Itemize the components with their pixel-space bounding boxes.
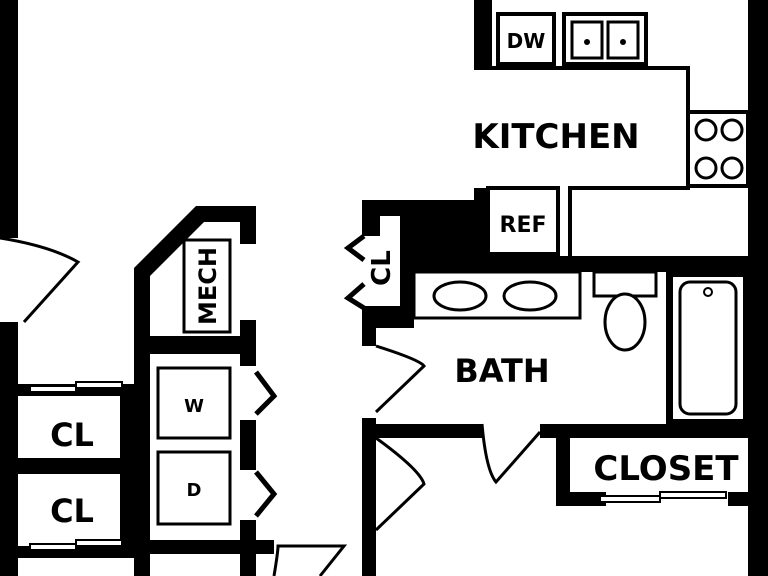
dishwasher-label: DW [507,29,546,53]
closet-bottom-wall-left [556,492,606,506]
laundry-door-1 [254,370,278,416]
sink-drain-left [584,39,590,45]
hall-cl-door-1 [343,234,366,262]
bathtub-basin [678,280,738,416]
refrigerator [486,186,560,256]
dryer [156,450,232,526]
ref-block-wall [400,216,488,258]
hall-cl-wall-top [362,200,380,236]
closet-bottom-wall-right [728,492,768,506]
bath-closet-door-swing [480,423,542,485]
washer-label: W [184,396,204,417]
toilet-tank [592,270,658,298]
bath-bottom-wall-right [540,424,768,438]
bath-left-wall-lower [362,418,376,576]
mech-right-stub [240,320,256,350]
mech-wall-stub [240,236,256,244]
burner-1 [694,118,718,142]
laundry-doors [254,370,278,518]
mech-bottom-wall [134,336,256,354]
vanity-sink-left [432,280,488,312]
burner-3 [694,156,718,180]
hall-cl-right-wall [400,216,414,328]
bath-bottom-wall-left [362,424,482,438]
mechanical-label: MECH [194,247,222,325]
hall-closet-label: CL [367,250,397,286]
closet-left-wall [556,424,570,504]
laundry-bottom-wall [134,540,274,554]
hall-cl-door-2 [343,282,366,311]
right-exterior-wall [748,0,768,576]
kitchen-counters [492,66,750,256]
toilet-bowl [603,292,647,352]
burner-4 [720,156,744,180]
range-burners [694,118,744,180]
sliding-door-closet-2 [659,491,727,499]
kitchen-sink [562,12,648,66]
left-exterior-wall-upper [0,0,18,238]
bath-label: BATH [454,352,549,390]
kitchen-left-wall [474,0,492,70]
laundry-right-stub-2 [240,420,256,470]
mechanical-unit [182,238,232,334]
hall-closet-doors [343,234,366,311]
burner-2 [720,118,744,142]
vanity-sink-right [502,280,558,312]
refrigerator-label: REF [500,213,547,238]
sliding-door-2 [75,381,123,389]
door-swings [0,236,542,576]
kitchen-label: KITCHEN [472,117,639,157]
left-exterior-wall-lower [0,322,18,576]
sliding-doors-left [29,381,727,551]
laundry-right-stub-1 [240,350,256,366]
left-cl-middle-wall [18,458,134,474]
dishwasher [496,12,556,66]
bedroom-door-swing [374,436,426,532]
bath-door-swing [374,344,426,414]
sliding-door-closet-1 [599,495,661,503]
left-closet-lower-label: CL [50,492,94,530]
bath-top-wall [400,256,768,272]
left-closet-upper-label: CL [50,416,94,454]
sliding-door-3 [29,543,77,551]
sliding-door-4 [75,539,123,547]
bath-left-wall-upper [362,306,376,346]
dryer-label: D [187,480,202,501]
bath-fixtures [412,270,748,424]
washer [156,366,232,440]
tub-drain [703,287,713,297]
mech-angled-wall [134,206,256,576]
range-outline [686,110,750,188]
laundry-door-2 [254,470,278,518]
bottom-door-swing [272,544,348,576]
sink-drain-right [620,39,626,45]
left-cl-right-wall [120,384,134,558]
closet-label: CLOSET [593,449,739,489]
ref-top-wall [362,200,474,216]
sliding-door-1 [29,385,77,393]
entry-door-swing [0,236,81,324]
